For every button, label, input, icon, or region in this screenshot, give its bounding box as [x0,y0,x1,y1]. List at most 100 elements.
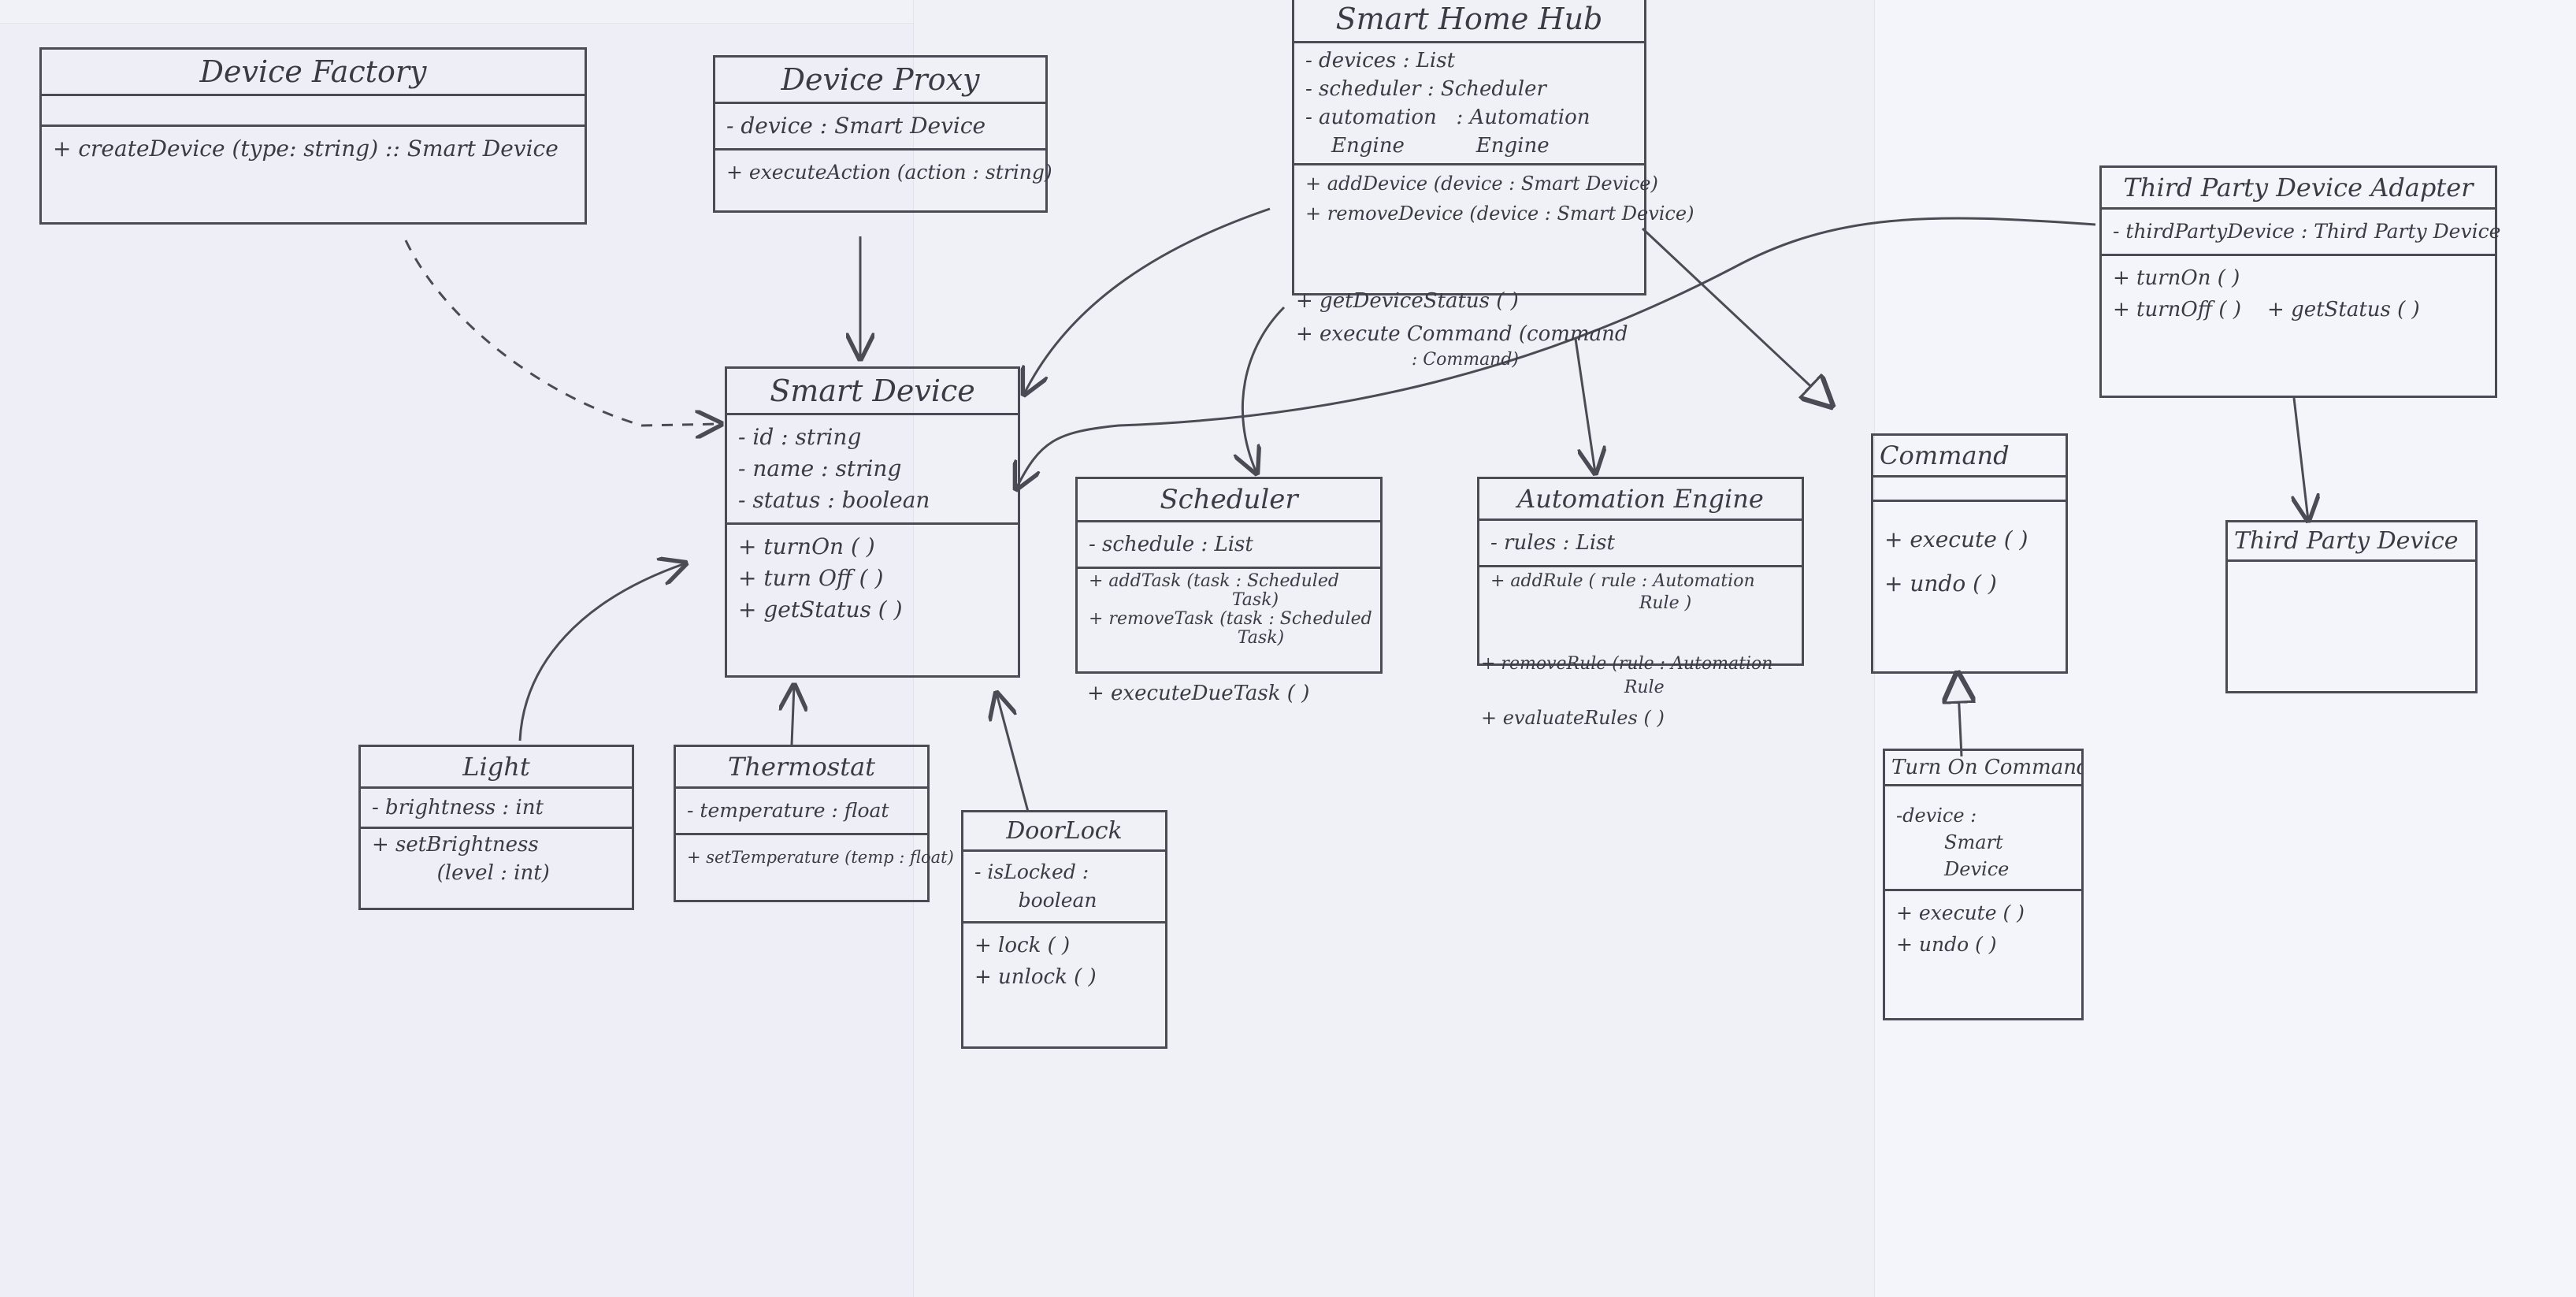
attribute: - temperature : float [687,799,889,822]
class-name: Turn On Command [1885,751,2081,786]
automation-methods-overflow: + removeRule (rule : Automation Rule + e… [1481,652,1772,736]
attributes-section: - thirdPartyDevice : Third Party Device [2102,210,2501,256]
method: + evaluateRules ( ) [1481,707,1665,729]
methods-section: + addRule ( rule : Automation Rule ) [1479,567,1802,621]
method: + undo ( ) [1884,570,1997,596]
class-name: Smart Home Hub [1294,0,1644,43]
method: + getDeviceStatus ( ) [1296,289,1519,313]
class-device-factory: Device Factory + createDevice (type: str… [39,47,587,225]
method: + executeAction (action : string) [726,161,1052,184]
attributes-section [1873,478,2066,502]
attribute: Smart [1896,831,2003,853]
class-name: Device Proxy [715,58,1045,104]
class-name: Third Party Device Adapter [2102,168,2495,210]
light-to-smart-device-edge [518,563,685,741]
class-name: Third Party Device [2228,522,2475,562]
attribute: - devices : List [1305,49,1456,72]
method: Rule ) [1490,593,1692,613]
methods-section: + turnOn ( ) + turn Off ( ) + getStatus … [727,525,1018,632]
method: + turnOff ( ) + getStatus ( ) [2113,298,2420,321]
attribute: - scheduler : Scheduler [1305,77,1546,101]
class-third-party-device-adapter: Third Party Device Adapter - thirdPartyD… [2099,165,2501,398]
methods-section: + addTask (task : Scheduled Task) + remo… [1078,569,1380,654]
methods-section: + setTemperature (temp : float) [676,835,954,879]
method: (level : int) [372,861,550,885]
factory-to-smart-device-edge [404,240,721,426]
attribute: -device : [1896,805,1977,827]
class-name: DoorLock [963,812,1165,852]
paper-sheet-middle [914,0,1875,1297]
method: + undo ( ) [1896,933,1997,956]
method: + addDevice (device : Smart Device) [1305,173,1658,195]
method: Rule [1481,678,1665,697]
class-third-party-device: Third Party Device [2225,520,2478,693]
class-turn-on-command: Turn On Command -device : Smart Device +… [1883,749,2084,1020]
attributes-section [42,96,585,127]
class-door-lock: DoorLock - isLocked : boolean + lock ( )… [961,810,1167,1049]
method: Task) [1089,590,1279,610]
attributes-section: - isLocked : boolean [963,852,1165,924]
attribute: Device [1896,858,2010,880]
method: + turnOn ( ) [738,533,875,559]
method: + getStatus ( ) [738,596,903,622]
attributes-section: - id : string - name : string - status :… [727,415,1018,525]
attribute: Engine Engine [1305,134,1550,158]
methods-section: + lock ( ) + unlock ( ) [963,924,1165,999]
class-name: Thermostat [676,747,927,789]
attribute: boolean [974,889,1097,912]
method: + execute ( ) [1884,526,2029,552]
method: Task) [1089,628,1285,648]
method: + setBrightness [372,833,539,857]
method: + createDevice (type: string) :: Smart D… [53,136,559,162]
class-scheduler: Scheduler - schedule : List + addTask (t… [1075,477,1383,674]
class-automation-engine: Automation Engine - rules : List + addRu… [1477,477,1804,666]
method: + execute ( ) [1896,901,2025,924]
attributes-section: - device : Smart Device [715,104,1045,151]
methods-section: + execute ( ) + undo ( ) [1885,891,2081,967]
class-thermostat: Thermostat - temperature : float + setTe… [674,745,954,902]
attribute: - schedule : List [1089,533,1253,556]
method: + lock ( ) [974,934,1071,957]
class-smart-device: Smart Device - id : string - name : stri… [725,366,1020,678]
hub-to-command-edge [1641,227,1832,406]
method: + turn Off ( ) [738,565,884,591]
method: + removeDevice (device : Smart Device) [1305,203,1694,225]
paper-sheet-left [0,24,914,1297]
class-smart-home-hub: Smart Home Hub - devices : List - schedu… [1292,0,1694,295]
method: : Command) [1296,350,1520,370]
class-name: Smart Device [727,369,1018,415]
attribute: - thirdPartyDevice : Third Party Device [2113,220,2501,243]
class-name: Scheduler [1078,479,1380,522]
attributes-section: -device : Smart Device [1885,786,2081,891]
methods-section: + turnOn ( ) + turnOff ( ) + getStatus (… [2102,256,2495,332]
attributes-section: - brightness : int [361,789,632,829]
methods-section: + executeAction (action : string) [715,151,1052,195]
class-name: Command [1873,436,2066,478]
body-section [2228,562,2475,574]
adapter-to-smart-device-edge [1016,217,2096,489]
attribute: - name : string [738,455,902,481]
attribute: - status : boolean [738,487,930,513]
attribute: - automation : Automation [1305,106,1591,129]
attribute: - brightness : int [372,796,544,819]
method: + execute Command (command [1296,322,1628,346]
doorlock-to-smart-device-edge [997,693,1030,812]
scheduler-methods-overflow: + executeDueTask ( ) [1087,679,1309,708]
turnon-to-command-edge [1958,674,1962,757]
class-command: Command + execute ( ) + undo ( ) [1871,433,2068,674]
methods-section: + execute ( ) + undo ( ) [1873,502,2066,612]
method: + removeRule (rule : Automation [1481,654,1773,674]
method: + unlock ( ) [974,965,1097,989]
class-device-proxy: Device Proxy - device : Smart Device + e… [713,55,1052,213]
method: + setTemperature (temp : float) [687,848,954,867]
class-name: Light [361,747,632,789]
class-name: Device Factory [42,50,585,96]
class-name: Automation Engine [1479,479,1802,521]
thermostat-to-smart-device-edge [792,686,794,745]
attribute: - device : Smart Device [726,113,986,139]
method: + addTask (task : Scheduled [1089,571,1339,591]
methods-section: + createDevice (type: string) :: Smart D… [42,127,585,171]
method: + removeTask (task : Scheduled [1089,609,1372,629]
attributes-section: - temperature : float [676,789,927,835]
